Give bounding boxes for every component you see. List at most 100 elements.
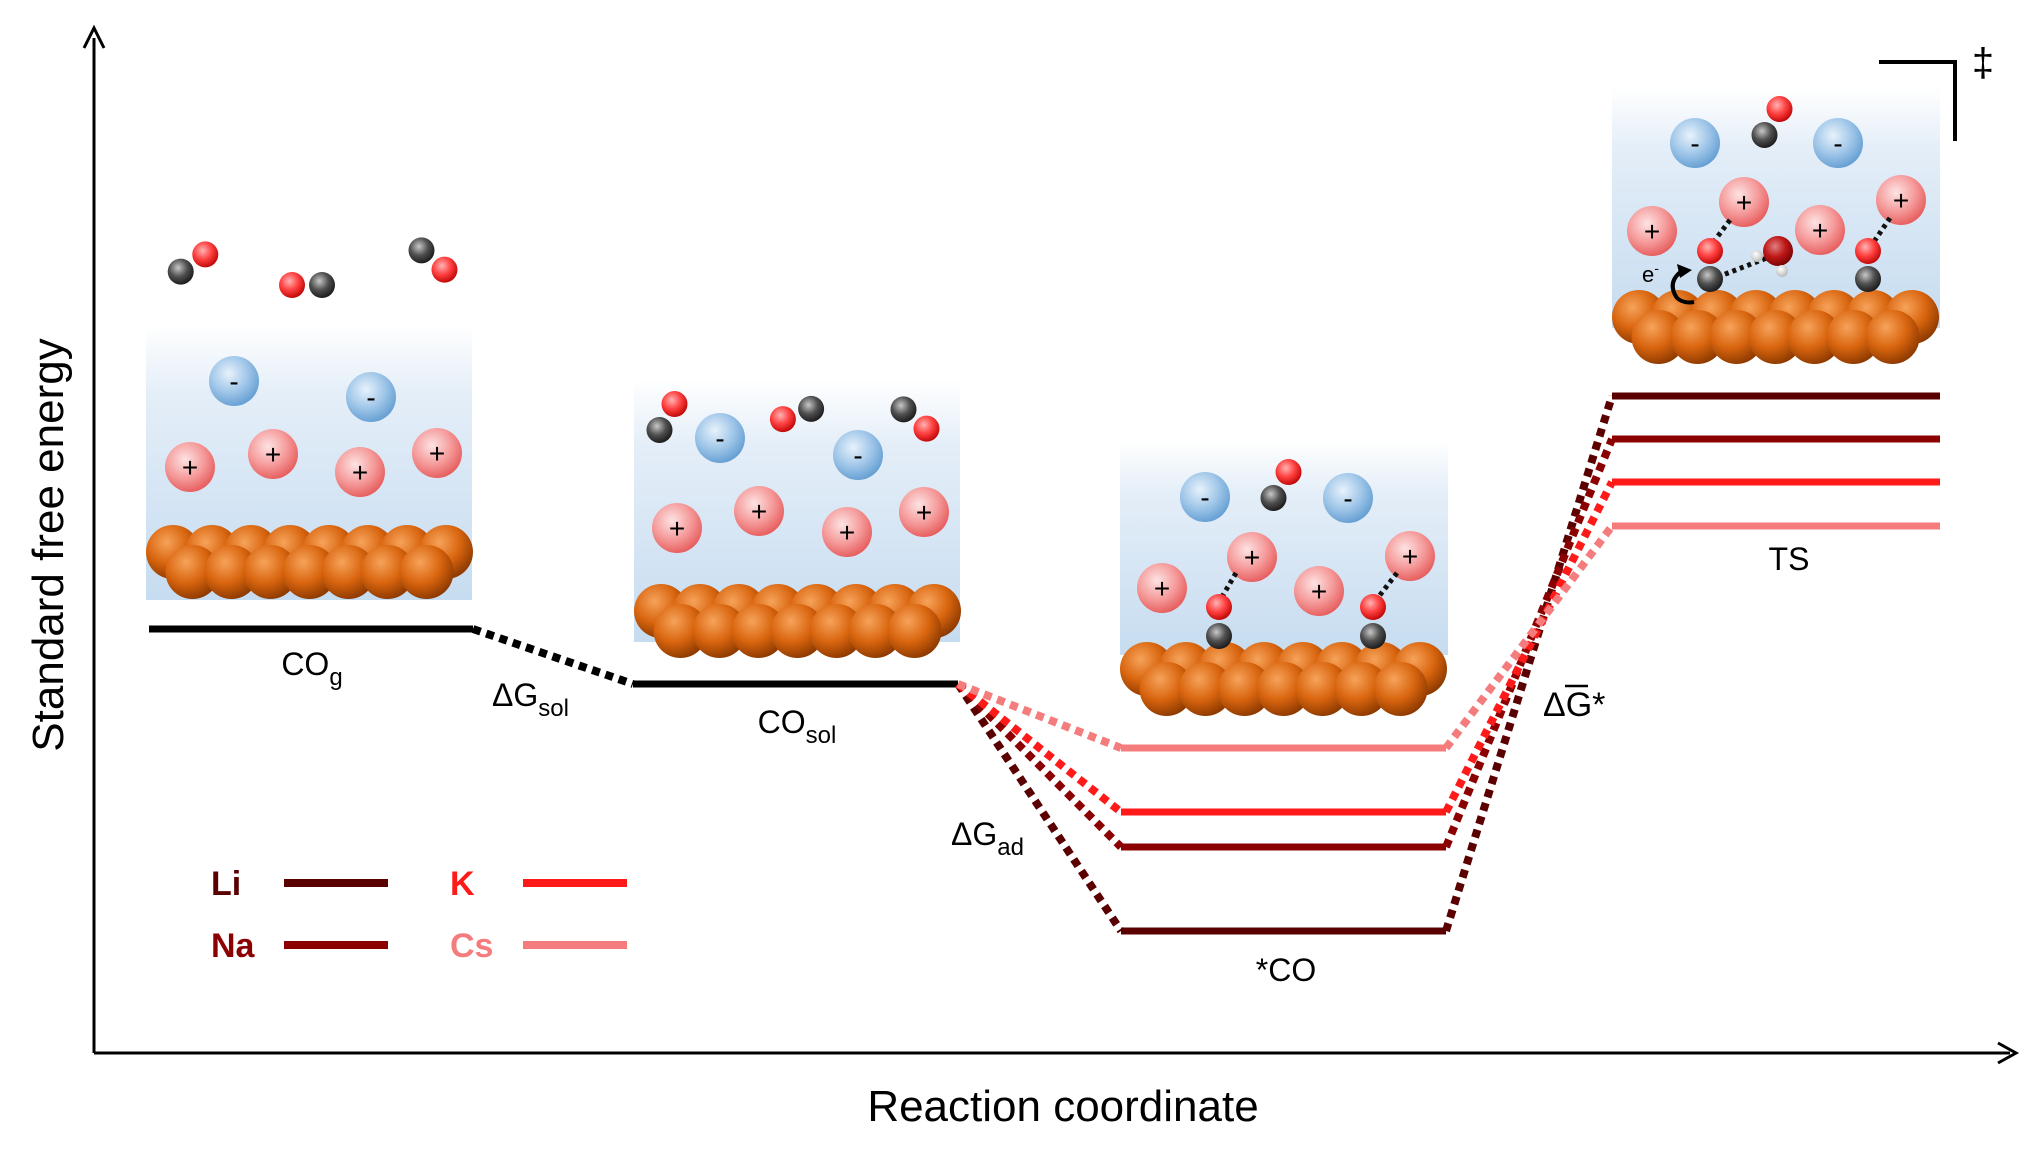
svg-text:-: - (1343, 483, 1352, 514)
oxygen-atom-icon (1855, 238, 1881, 264)
cation-icon: + (1795, 205, 1845, 255)
y-axis-label: Standard free energy (24, 338, 73, 751)
hydrogen-atom-icon (1751, 250, 1763, 262)
co-molecule-icon (167, 241, 219, 285)
cation-icon: + (1719, 177, 1769, 227)
state-label-ts: TS (1769, 541, 1810, 577)
cation-icon: + (1227, 532, 1277, 582)
oxygen-atom-icon (1697, 238, 1723, 264)
svg-text:+: + (265, 439, 281, 470)
svg-text:+: + (839, 517, 855, 548)
connector-activation-cs (1442, 523, 1616, 751)
cation-icon: + (248, 429, 298, 479)
svg-text:+: + (352, 457, 368, 488)
connector-activation-na (1442, 437, 1616, 849)
anion-icon: - (1180, 472, 1230, 522)
oxygen-atom-icon (1360, 594, 1386, 620)
co-molecule-icon (1260, 459, 1302, 511)
cation-icon: + (1627, 206, 1677, 256)
svg-text:+: + (669, 513, 685, 544)
svg-text:+: + (916, 497, 932, 528)
interaction-dots (1868, 216, 1893, 248)
oxygen-atom-icon (1206, 594, 1232, 620)
co-molecule-icon (646, 391, 688, 443)
cation-icon: + (412, 428, 462, 478)
scene-co-ads-copper (1120, 642, 1447, 716)
scene-co-g-copper (146, 525, 473, 599)
svg-text:+: + (1812, 215, 1828, 246)
x-axis-label: Reaction coordinate (867, 1082, 1258, 1131)
cation-icon: + (822, 507, 872, 557)
svg-text:+: + (182, 452, 198, 483)
state-label-co-ads: *CO (1256, 952, 1316, 988)
state-label-co-g: COg (281, 646, 342, 691)
legend-label-cs: Cs (450, 927, 493, 965)
state-label-co-sol: COsol (758, 704, 837, 749)
svg-text:+: + (1402, 541, 1418, 572)
svg-text:+: + (429, 438, 445, 469)
cation-icon: + (734, 486, 784, 536)
legend-label-k: K (450, 865, 475, 903)
svg-text:-: - (1833, 128, 1842, 159)
cation-icon: + (335, 447, 385, 497)
cation-icon: + (1294, 566, 1344, 616)
anion-icon: - (346, 372, 396, 422)
svg-text:ΔG*: ΔG* (1543, 686, 1605, 724)
anion-icon: - (1813, 118, 1863, 168)
svg-text:-: - (853, 440, 862, 471)
anion-icon: - (209, 356, 259, 406)
legend-label-na: Na (211, 927, 256, 965)
connector-activation-k (1442, 480, 1616, 814)
connector-adsorption-li (954, 681, 1125, 934)
svg-text:-: - (715, 423, 724, 454)
carbon-atom-icon (1206, 623, 1232, 649)
carbon-atom-icon (1697, 266, 1723, 292)
co-molecule-icon (1751, 96, 1793, 148)
connector-adsorption-cs (956, 680, 1123, 752)
svg-text:+: + (1244, 542, 1260, 573)
carbon-atom-icon (1360, 623, 1386, 649)
svg-text:+: + (1736, 187, 1752, 218)
anion-icon: - (1323, 473, 1373, 523)
connector-solvation (471, 625, 635, 688)
svg-text:-: - (1200, 482, 1209, 513)
scene-co-sol-copper (634, 584, 961, 658)
co-molecule-icon (769, 395, 825, 433)
svg-text:-: - (1690, 128, 1699, 159)
dg-activation-label: ΔG* (1543, 684, 1605, 724)
electron-transfer-icon: e- (1642, 260, 1695, 305)
cation-icon: + (1876, 175, 1926, 225)
connector-adsorption-k (955, 680, 1124, 816)
connector-adsorption-na (955, 681, 1124, 850)
water-oxygen-icon (1763, 236, 1793, 266)
co-molecule-icon (279, 272, 335, 298)
cation-icon: + (652, 503, 702, 553)
y-axis (82, 24, 106, 1053)
svg-text:e-: e- (1642, 260, 1659, 287)
svg-text:+: + (1893, 185, 1909, 216)
cation-icon: + (899, 487, 949, 537)
interaction-dots (1216, 571, 1239, 604)
svg-text:‡: ‡ (1972, 41, 1994, 85)
co-molecule-icon (408, 237, 458, 283)
carbon-atom-icon (1855, 266, 1881, 292)
anion-icon: - (833, 430, 883, 480)
legend-label-li: Li (211, 865, 241, 903)
hydrogen-atom-icon (1776, 265, 1788, 277)
ts-double-dagger: ‡ (1879, 41, 1994, 141)
x-axis (94, 1041, 2020, 1065)
scene-ts-copper (1612, 290, 1939, 364)
cation-icon: + (1385, 531, 1435, 581)
cation-icon: + (165, 442, 215, 492)
dg-sol-label: ΔGsol (492, 677, 569, 722)
svg-text:+: + (1311, 576, 1327, 607)
svg-text:+: + (1154, 573, 1170, 604)
anion-icon: - (1670, 118, 1720, 168)
svg-text:-: - (366, 382, 375, 413)
connector-activation-li (1442, 394, 1616, 933)
dg-ad-label: ΔGad (951, 816, 1024, 861)
anion-icon: - (695, 413, 745, 463)
svg-text:+: + (1644, 216, 1660, 247)
cation-icon: + (1137, 563, 1187, 613)
